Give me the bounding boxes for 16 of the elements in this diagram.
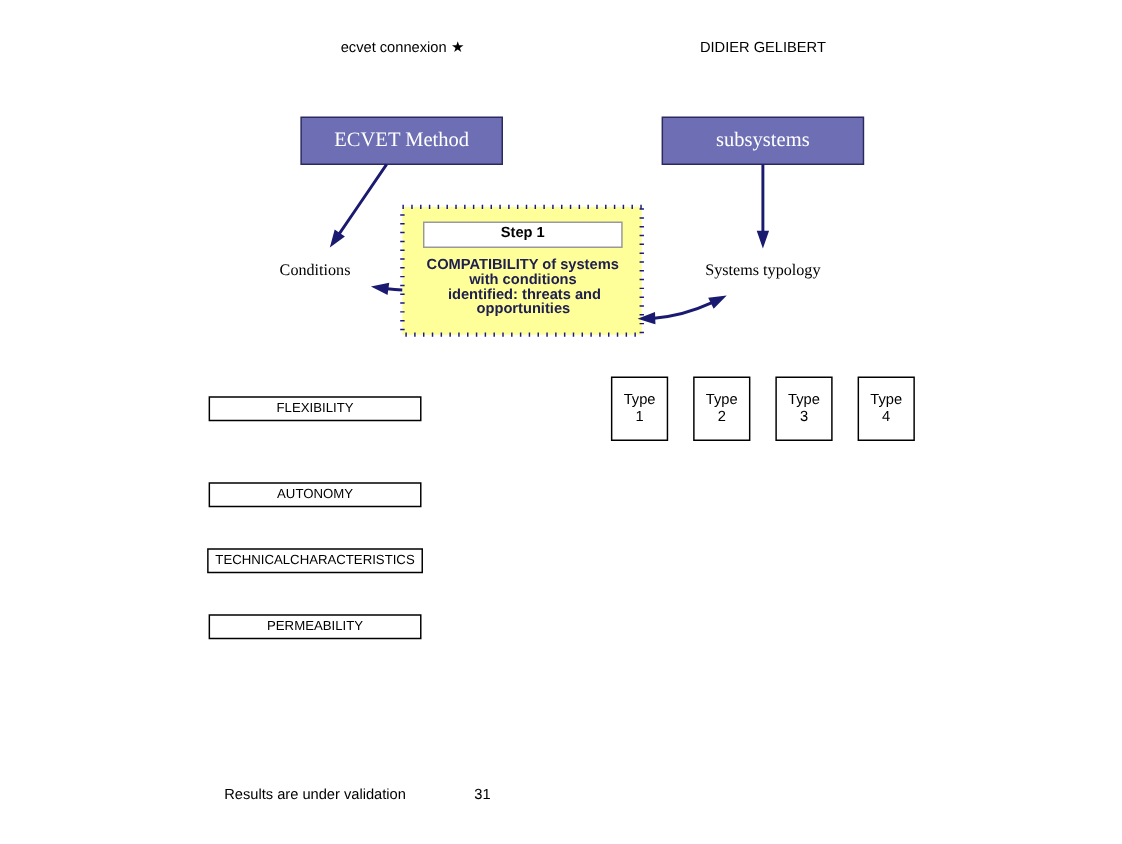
node-box: Type 4 xyxy=(857,376,915,442)
label: 31 xyxy=(474,785,491,804)
arrow xyxy=(756,164,770,249)
label: DIDIER GELIBERT xyxy=(699,37,826,56)
node-box: Step 1 COMPATIBILITY of systems with conditions identified: threats and opportunities xyxy=(400,204,644,337)
label: Results are under validation xyxy=(224,785,406,804)
node-box: Type 2 xyxy=(693,376,751,442)
node-text: Conditions xyxy=(279,260,351,279)
arrow xyxy=(637,295,727,325)
node-text: Systems typology xyxy=(705,260,821,279)
node-box: Type 3 xyxy=(775,376,833,442)
node-box: ECVET Method xyxy=(300,116,503,166)
node-box: Type 1 xyxy=(610,376,669,442)
label: ecvet connexion ★ xyxy=(340,37,463,56)
arrow xyxy=(329,163,388,248)
node-box: subsystems xyxy=(661,116,865,166)
